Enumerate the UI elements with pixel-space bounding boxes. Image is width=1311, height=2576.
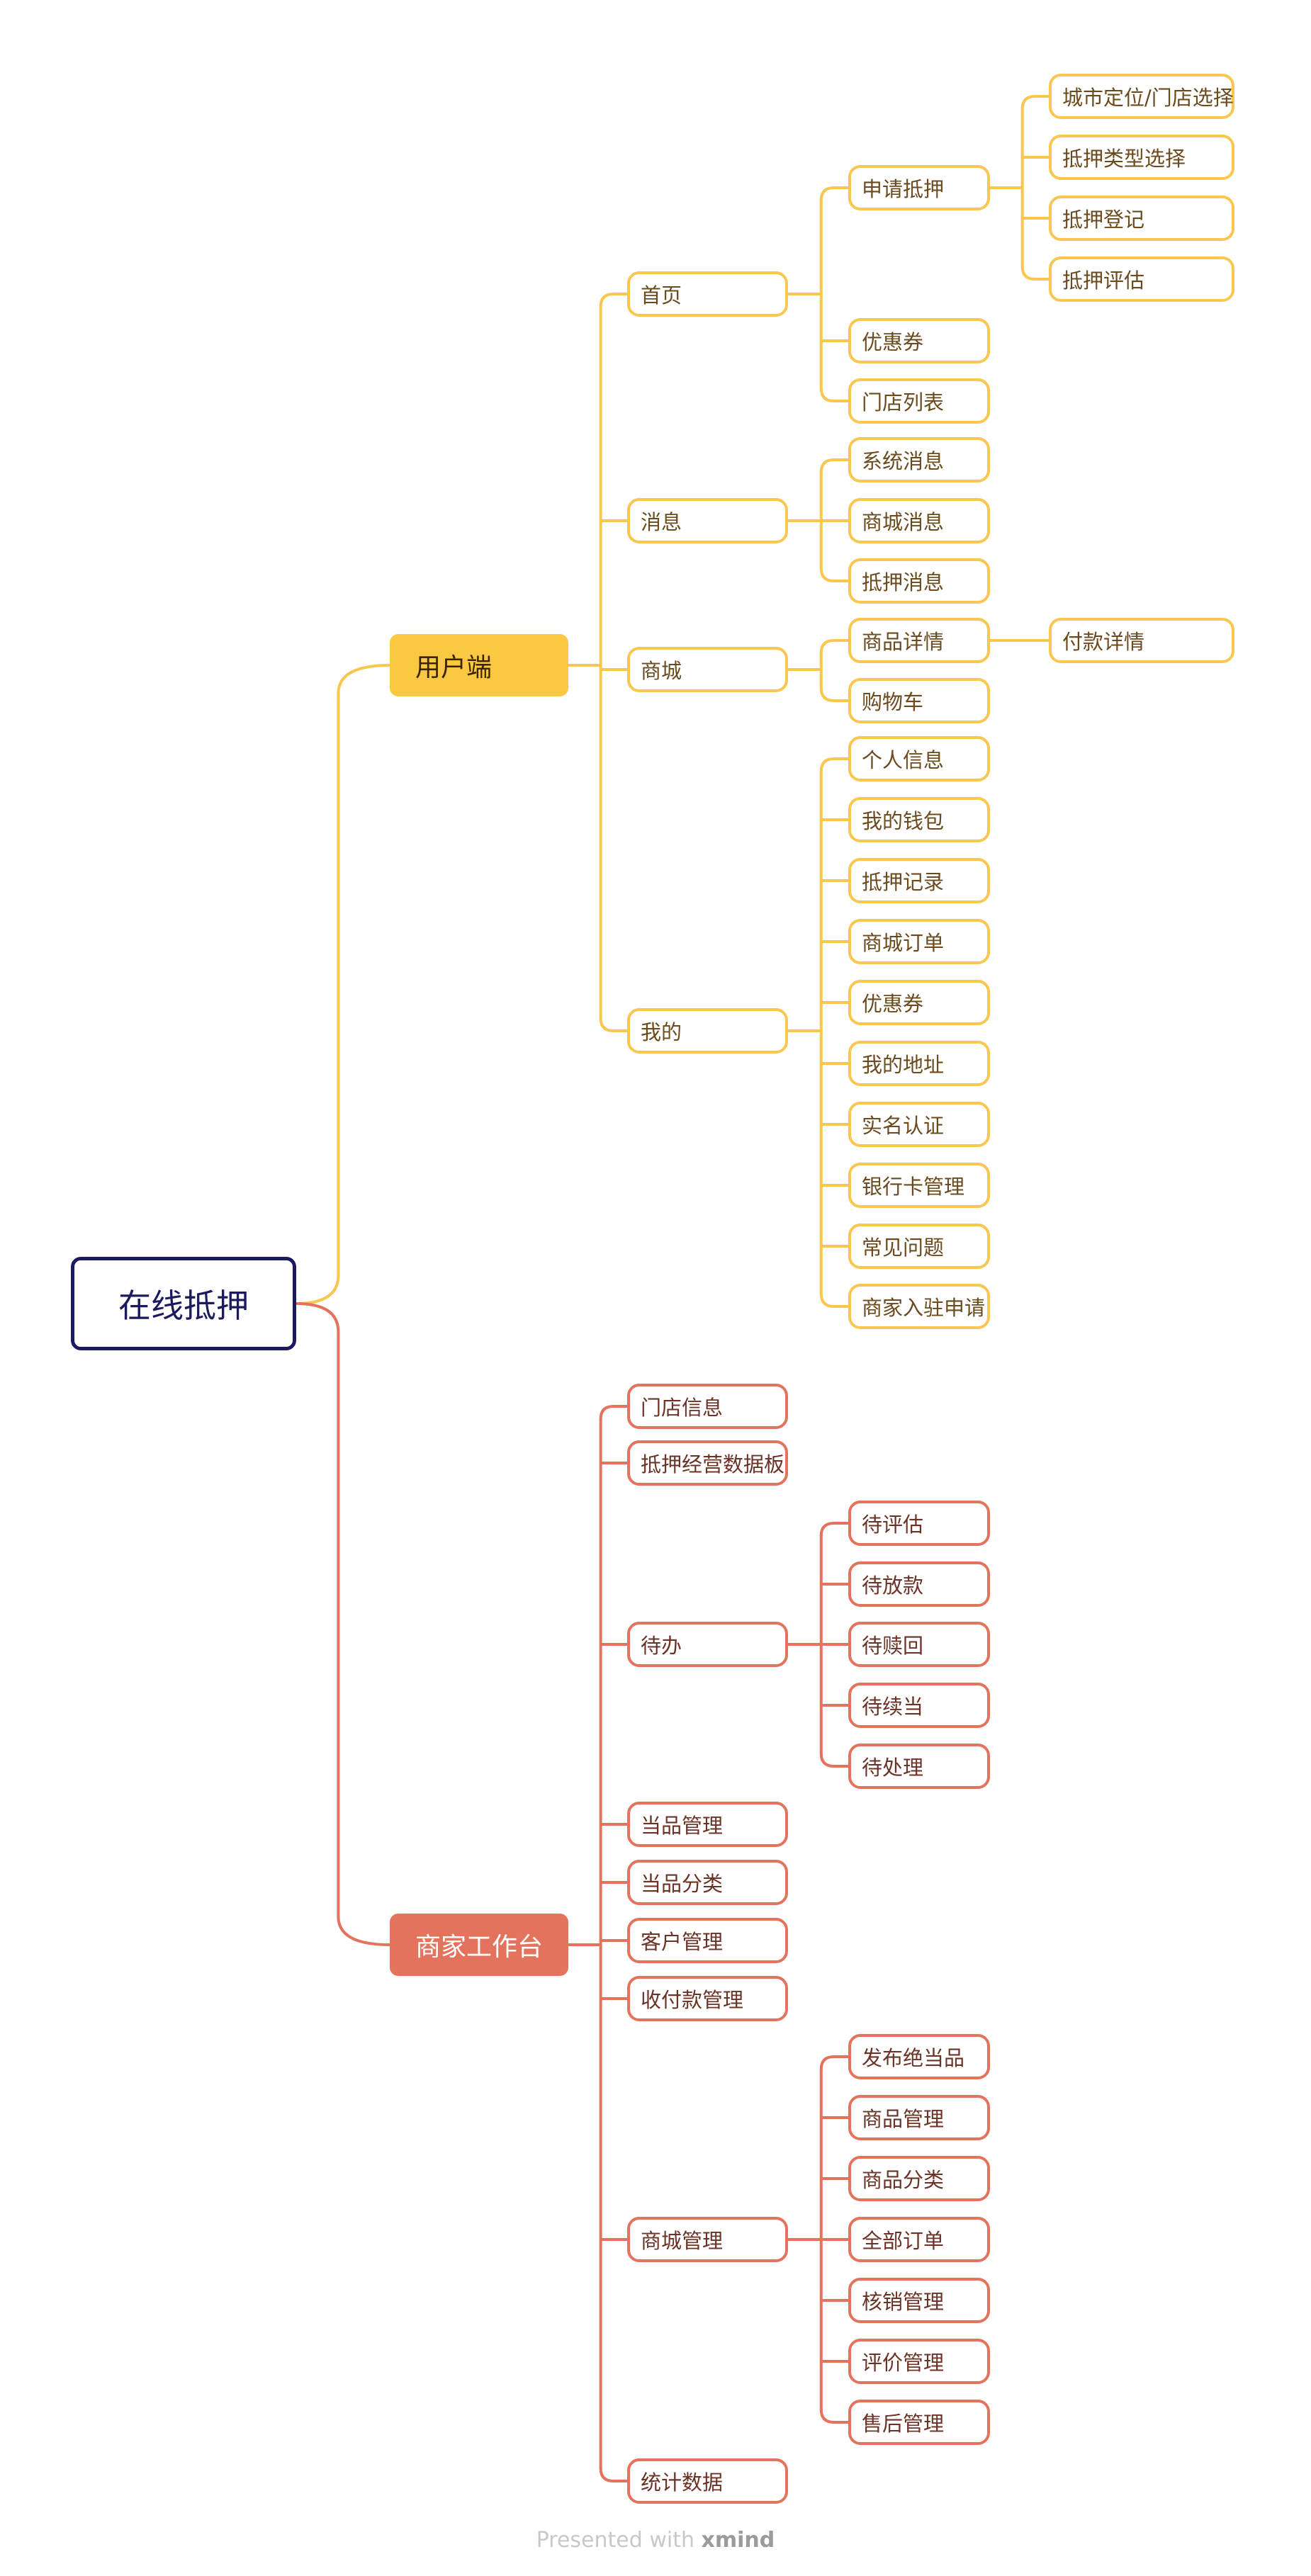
merchant-topic-7[interactable]: 商城管理: [627, 2217, 788, 2262]
user-topic-3-7[interactable]: 银行卡管理: [848, 1163, 990, 1208]
user-topic-1-1[interactable]: 商城消息: [848, 498, 990, 543]
merchant-topic-2-brace-bottom: [819, 1752, 850, 1768]
root-node[interactable]: 在线抵押: [71, 1257, 296, 1350]
user-topic-3-2[interactable]: 抵押记录: [848, 858, 990, 903]
user-topic-3-brace-bottom: [819, 1292, 850, 1308]
user-topic-0-0-1[interactable]: 抵押类型选择: [1049, 135, 1234, 180]
merchant-topic-7-0[interactable]: 发布绝当品: [848, 2034, 990, 2079]
footer-prefix: Presented with: [536, 2528, 694, 2553]
user-topic-0[interactable]: 首页: [627, 271, 788, 317]
merchant-topic-8[interactable]: 统计数据: [627, 2458, 788, 2504]
merchant-topic-5[interactable]: 客户管理: [627, 1918, 788, 1963]
root-link-user: [295, 664, 391, 1305]
user-topic-0-brace-bottom: [819, 387, 850, 402]
merchant-topic-2-1[interactable]: 待放款: [848, 1561, 990, 1607]
merchant-topic-7-6[interactable]: 售后管理: [848, 2400, 990, 2445]
user-topic-3-5[interactable]: 我的地址: [848, 1041, 990, 1086]
user-topic-2-0[interactable]: 商品详情: [848, 618, 990, 663]
user-topic-3-6[interactable]: 实名认证: [848, 1102, 990, 1147]
merchant-topic-7-2[interactable]: 商品分类: [848, 2156, 990, 2201]
footer-brand: xmind: [701, 2528, 775, 2553]
user-topic-0-0[interactable]: 申请抵押: [848, 165, 990, 210]
user-topic-0-0-3[interactable]: 抵押评估: [1049, 256, 1234, 302]
user-topic-2[interactable]: 商城: [627, 647, 788, 692]
merchant-topic-3[interactable]: 当品管理: [627, 1802, 788, 1847]
branch-merchant[interactable]: 商家工作台: [390, 1914, 568, 1976]
user-topic-0-brace-top: [819, 186, 850, 202]
user-topic-2-1[interactable]: 购物车: [848, 678, 990, 723]
user-topic-2-brace-top: [819, 639, 850, 655]
merchant-topic-2-0[interactable]: 待评估: [848, 1501, 990, 1546]
merchant-topic-7-brace-top: [819, 2055, 850, 2071]
merchant-topic-0[interactable]: 门店信息: [627, 1384, 788, 1429]
user-topic-1-0[interactable]: 系统消息: [848, 437, 990, 482]
user-topic-3-1[interactable]: 我的钱包: [848, 797, 990, 842]
user-topic-0-0-brace-bottom: [1020, 265, 1050, 281]
user-topic-3-8[interactable]: 常见问题: [848, 1224, 990, 1269]
merchant-topic-7-3[interactable]: 全部订单: [848, 2217, 990, 2262]
user-topic-0-0-2[interactable]: 抵押登记: [1049, 196, 1234, 241]
merchant-topic-7-4[interactable]: 核销管理: [848, 2278, 990, 2323]
merchant-topic-2-2[interactable]: 待赎回: [848, 1622, 990, 1667]
merchant-topic-7-5[interactable]: 评价管理: [848, 2339, 990, 2384]
root-link-merchant: [295, 1302, 391, 1946]
user-topic-1[interactable]: 消息: [627, 498, 788, 543]
merchant-topic-4[interactable]: 当品分类: [627, 1860, 788, 1905]
branch-user-brace-bottom: [599, 1017, 629, 1032]
branch-user[interactable]: 用户端: [390, 634, 568, 696]
merchant-topic-6[interactable]: 收付款管理: [627, 1976, 788, 2021]
user-topic-3-brace-top: [819, 757, 850, 773]
user-topic-3-4[interactable]: 优惠券: [848, 980, 990, 1025]
merchant-topic-2-3[interactable]: 待续当: [848, 1683, 990, 1728]
user-topic-1-brace-top: [819, 458, 850, 474]
merchant-topic-2-brace-top: [819, 1522, 850, 1537]
branch-merchant-brace-top: [599, 1405, 629, 1420]
branch-merchant-brace-bottom: [599, 2467, 629, 2482]
merchant-topic-2[interactable]: 待办: [627, 1622, 788, 1667]
user-topic-3-9[interactable]: 商家入驻申请: [848, 1284, 990, 1329]
merchant-topic-2-4[interactable]: 待处理: [848, 1744, 990, 1789]
user-topic-2-brace-bottom: [819, 687, 850, 702]
merchant-topic-7-brace-bottom: [819, 2408, 850, 2424]
user-topic-3-0[interactable]: 个人信息: [848, 736, 990, 781]
user-topic-0-0-0[interactable]: 城市定位/门店选择: [1049, 74, 1234, 119]
user-topic-0-2[interactable]: 门店列表: [848, 378, 990, 424]
branch-user-brace-top: [599, 293, 629, 308]
user-topic-2-0-0[interactable]: 付款详情: [1049, 618, 1234, 663]
user-topic-1-brace-bottom: [819, 567, 850, 582]
user-topic-1-2[interactable]: 抵押消息: [848, 558, 990, 604]
merchant-topic-7-1[interactable]: 商品管理: [848, 2095, 990, 2140]
merchant-topic-1[interactable]: 抵押经营数据板: [627, 1440, 788, 1486]
user-topic-0-0-brace-top: [1020, 95, 1050, 111]
user-topic-3-3[interactable]: 商城订单: [848, 919, 990, 964]
user-topic-3[interactable]: 我的: [627, 1008, 788, 1053]
user-topic-0-1[interactable]: 优惠券: [848, 318, 990, 363]
footer-watermark: Presented with xmind: [0, 2528, 1311, 2553]
